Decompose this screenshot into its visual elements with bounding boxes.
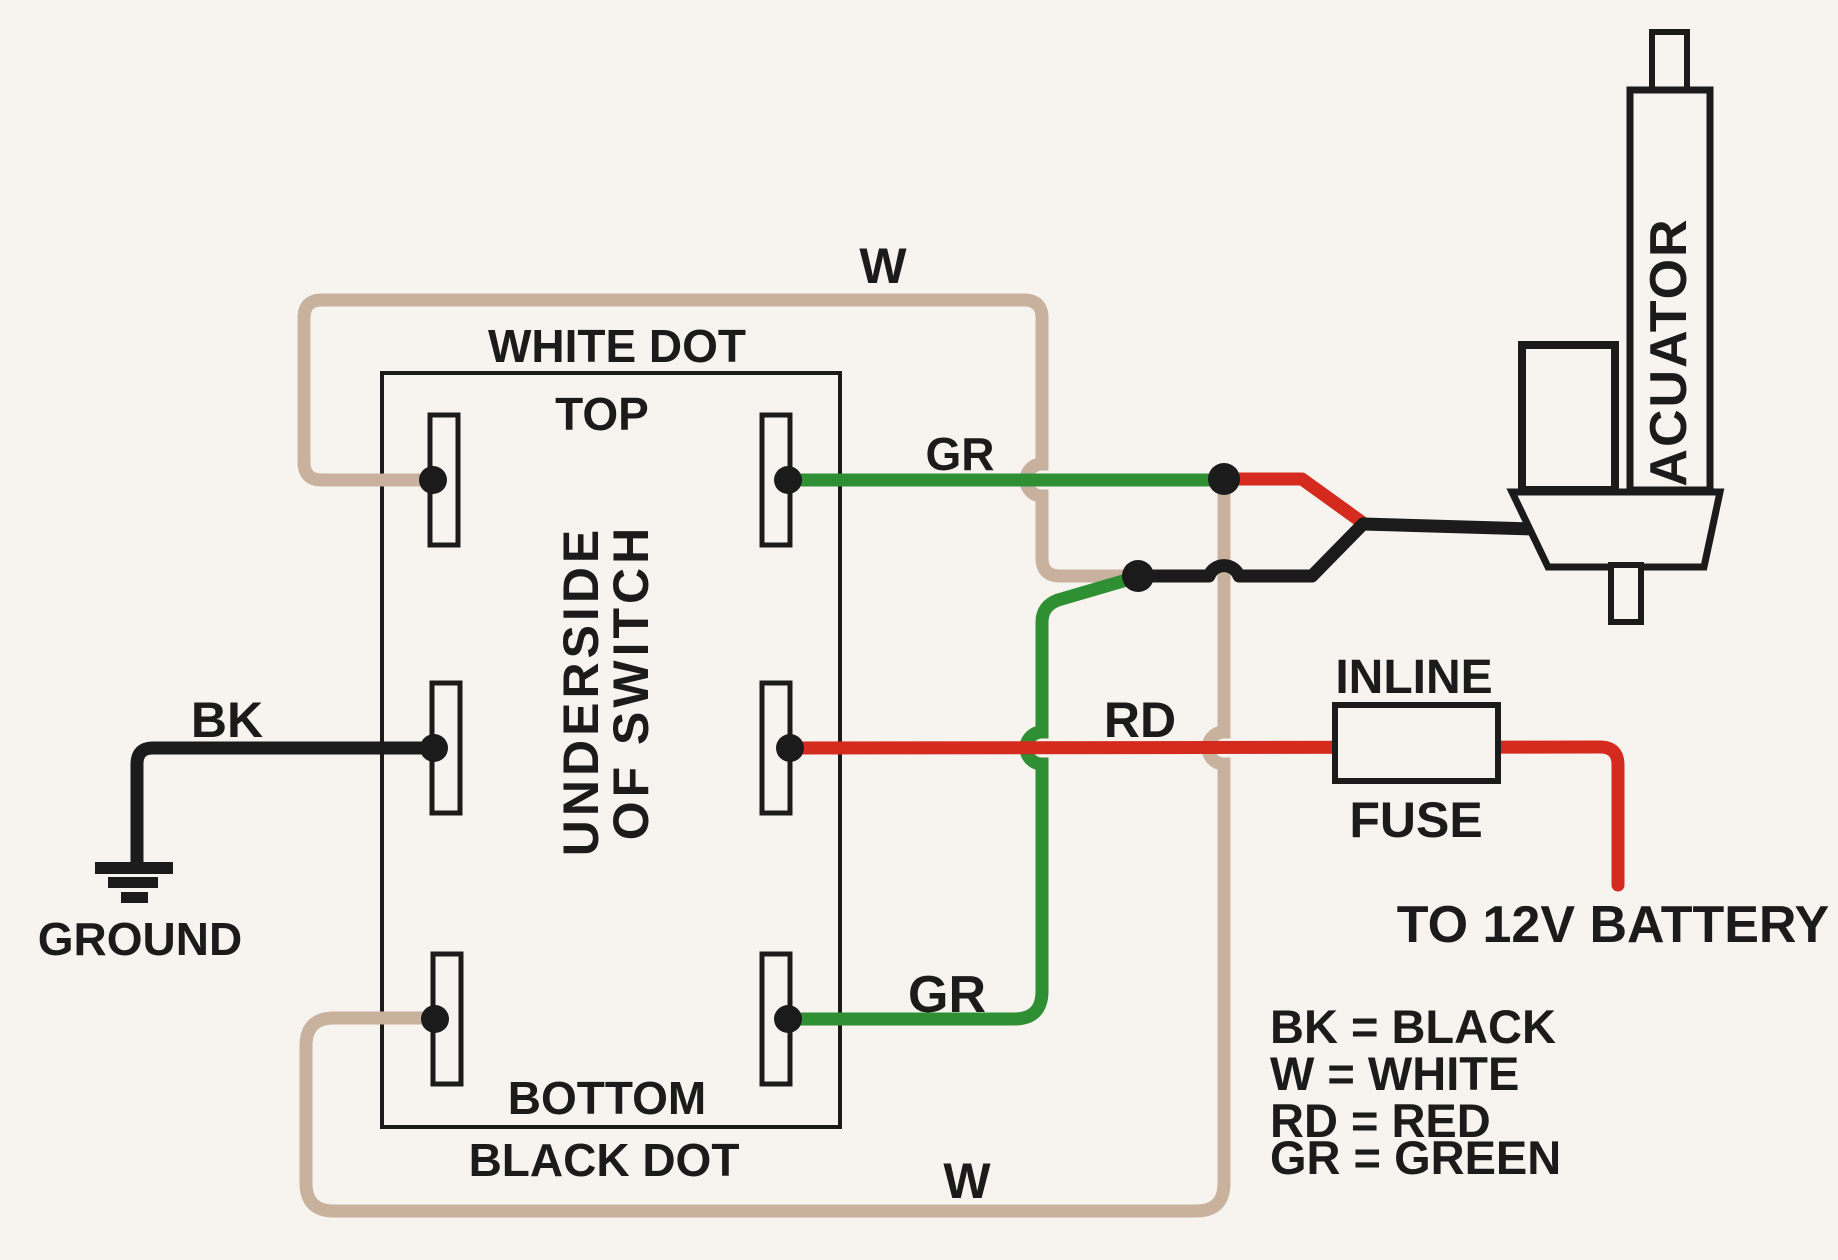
label-w-bottom: W	[943, 1153, 991, 1209]
ground-bar-3	[121, 892, 148, 903]
label-underside-line1: UNDERSIDE	[553, 526, 609, 856]
legend-line-w: W = WHITE	[1270, 1047, 1519, 1100]
inline-fuse-box	[1332, 702, 1501, 784]
ground-bar-2	[108, 877, 158, 888]
connection-dots	[419, 463, 1240, 1033]
ground-symbol	[95, 862, 173, 903]
label-top: TOP	[555, 388, 649, 440]
label-white-dot: WHITE DOT	[488, 320, 746, 372]
actuator-body	[1626, 86, 1714, 494]
actuator-shaft-top	[1649, 29, 1690, 97]
label-w-top: W	[859, 238, 907, 294]
label-rd: RD	[1104, 692, 1176, 748]
legend-line-bk: BK = BLACK	[1270, 1000, 1556, 1053]
legend-line-rd: RD = RED	[1270, 1094, 1491, 1147]
legend-line-gr: GR = GREEN	[1270, 1131, 1561, 1184]
dot-terminal-middle-left	[420, 734, 448, 762]
red-actuator-lead	[1217, 472, 1370, 530]
actuator-motor-housing	[1518, 341, 1619, 494]
actuator-label: ACUATOR	[1640, 217, 1698, 486]
dot-terminal-top-left	[419, 466, 447, 494]
dot-terminal-bottom-left	[421, 1005, 449, 1033]
label-gr-top: GR	[926, 428, 995, 480]
junction-dot-green-red	[1208, 463, 1240, 495]
color-legend: BK = BLACK W = WHITE RD = RED GR = GREEN	[1270, 1000, 1561, 1184]
label-underside-line2: OF SWITCH	[603, 524, 659, 841]
label-bk: BK	[191, 692, 263, 748]
black-wire-ground	[130, 741, 441, 869]
dot-terminal-top-right	[774, 466, 802, 494]
label-ground: GROUND	[38, 913, 242, 965]
label-gr-bottom: GR	[908, 966, 986, 1024]
dot-terminal-bottom-right	[774, 1005, 802, 1033]
white-wire-top	[297, 293, 1145, 583]
label-fuse: FUSE	[1349, 792, 1482, 848]
red-wire-battery	[783, 740, 1625, 892]
label-to-12v-battery: TO 12V BATTERY	[1397, 896, 1829, 954]
label-black-dot: BLACK DOT	[469, 1134, 740, 1186]
dot-terminal-middle-right	[776, 734, 804, 762]
label-bottom: BOTTOM	[508, 1072, 706, 1124]
actuator: ACUATOR	[1506, 29, 1725, 625]
label-underside-of-switch: UNDERSIDE OF SWITCH	[553, 508, 659, 856]
actuator-base	[1506, 488, 1725, 571]
ground-bar-1	[95, 862, 173, 874]
actuator-shaft-bottom	[1608, 562, 1644, 625]
junction-dot-white-black	[1122, 560, 1154, 592]
black-actuator-lead	[1131, 517, 1541, 583]
label-inline: INLINE	[1335, 651, 1492, 704]
